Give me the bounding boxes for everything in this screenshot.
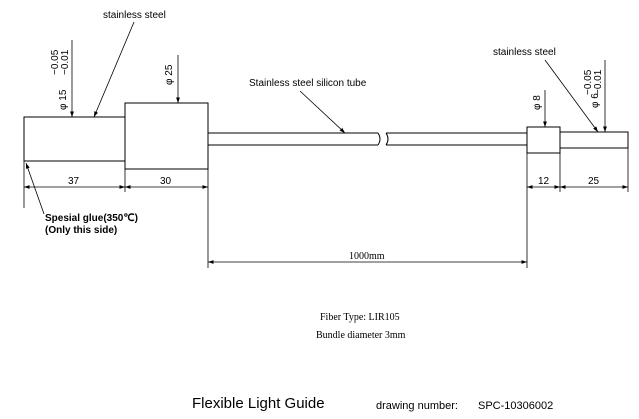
ferrule (124, 102, 209, 170)
svg-text:−0.05: −0.05 (583, 69, 594, 95)
dia-left-callout: φ 15 −0.05 −0.01 (50, 40, 74, 117)
light-guide-body (23, 102, 629, 170)
svg-text:12: 12 (538, 176, 550, 187)
svg-text:−0.05: −0.05 (50, 49, 61, 75)
svg-text:30: 30 (160, 176, 172, 187)
extension-lines (23, 148, 629, 268)
svg-text:37: 37 (68, 176, 80, 187)
bundle-diameter-note: Bundle diameter 3mm (316, 330, 406, 341)
dim-left-tip: 37 (24, 176, 125, 189)
dia-collar-callout: φ 8 (532, 90, 547, 127)
drawing-title: Flexible Light Guide (192, 395, 325, 412)
dim-ferrule: 30 (125, 176, 208, 189)
right-tip (559, 131, 629, 149)
stainless-steel-label-right: stainless steel (493, 47, 556, 58)
stainless-steel-label-left: stainless steel (103, 10, 166, 21)
fiber-type-note: Fiber Type: LIR105 (320, 312, 400, 323)
drawing-number-label: drawing number: (376, 400, 458, 412)
left-tip (23, 116, 126, 162)
drawing-number: SPC-10306002 (478, 400, 553, 412)
svg-text:1000mm: 1000mm (349, 251, 385, 262)
right-collar (526, 126, 561, 154)
svg-text:φ 6: φ 6 (590, 93, 601, 108)
svg-text:φ 15: φ 15 (58, 89, 69, 110)
glue-note-line2: (Only this side) (45, 225, 117, 236)
svg-text:25: 25 (588, 176, 600, 187)
glue-note-line1: Spesial glue(350℃) (45, 213, 138, 224)
svg-text:−0.01: −0.01 (593, 69, 604, 95)
svg-text:−0.01: −0.01 (60, 49, 71, 75)
silicon-tube (208, 132, 527, 146)
dim-right-tip: 25 (560, 176, 628, 189)
dim-tube: 1000mm (208, 251, 527, 264)
dia-ferrule-callout: φ 25 (164, 55, 180, 103)
svg-text:φ 8: φ 8 (532, 95, 543, 110)
tube-label: Stainless steel silicon tube (249, 78, 367, 89)
svg-text:φ 25: φ 25 (164, 64, 175, 85)
dim-collar: 12 (527, 176, 560, 189)
dia-right-callout: φ 6 −0.05 −0.01 (583, 60, 607, 132)
